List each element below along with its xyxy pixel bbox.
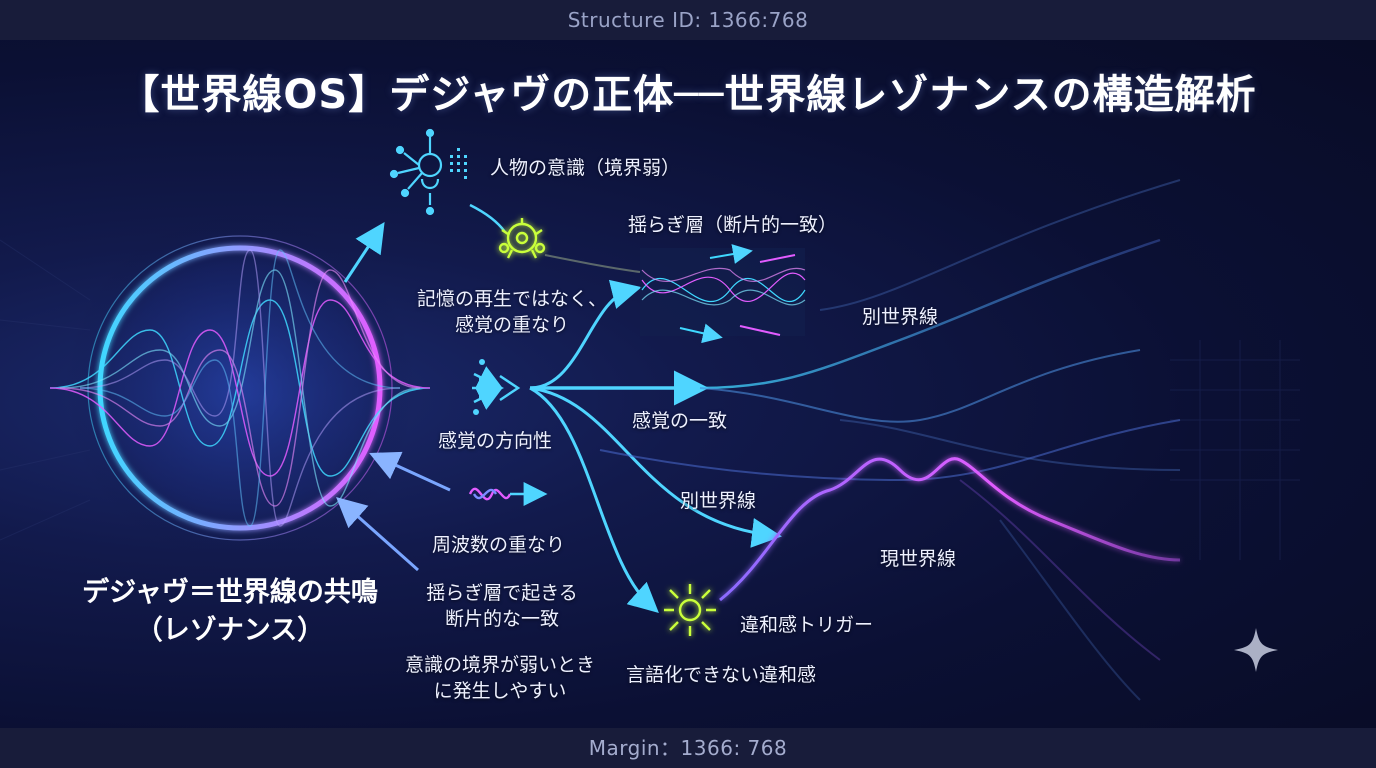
fluctuation-layer-wave [640, 244, 806, 344]
background-grid [0, 239, 1300, 560]
worldline-flows [529, 179, 1181, 701]
label-boundary-line2: に発生しやすい [433, 680, 567, 702]
label-memory-line2: 感覚の重なり [454, 314, 569, 336]
label-fragment-line1: 揺らぎ層で起きる [426, 582, 578, 604]
label-memory-line1: 記憶の再生ではなく、 [416, 288, 607, 310]
dejavu-resonance-caption: デジャヴ＝世界線の共鳴 （レゾナンス） [40, 574, 420, 650]
label-weak-boundary: 意識の境界が弱いとき に発生しやすい [380, 652, 620, 704]
page-title: 【世界線OS】デジャヴの正体──世界線レゾナンスの構造解析 [119, 72, 1257, 118]
sparkle-icon [1234, 628, 1278, 672]
sine-wave-icon [468, 482, 548, 506]
label-boundary-line1: 意識の境界が弱いとき [404, 654, 595, 676]
dejavu-line2: （レゾナンス） [135, 615, 325, 646]
resonance-orb [0, 213, 470, 563]
burst-sun-icon [664, 584, 716, 636]
dejavu-line1: デジャヴ＝世界線の共鳴 [82, 577, 378, 608]
label-sense-match: 感覚の一致 [632, 410, 728, 432]
brain-to-layer-line [544, 254, 641, 273]
label-person-awareness: 人物の意識（境界弱） [490, 157, 681, 179]
label-current-worldline: 現世界線 [880, 548, 957, 570]
label-memory-overlap: 記憶の再生ではなく、 感覚の重なり [392, 286, 632, 338]
arrow-converge-icon [472, 359, 521, 415]
label-trigger: 違和感トリガー [740, 614, 874, 636]
structure-id-bar: Structure ID: 1366:768 [0, 0, 1376, 40]
brain-gear-icon [498, 218, 546, 259]
person-to-brain-line [469, 203, 507, 233]
network-node-icon [389, 128, 467, 216]
freq-to-orb-arrow [369, 451, 451, 492]
orb-up-arrow [343, 221, 385, 283]
margin-bar: Margin：1366: 768 [0, 728, 1376, 768]
label-other-worldline-mid: 別世界線 [680, 490, 757, 512]
label-freq-overlap: 周波数の重なり [432, 534, 566, 556]
label-fragment-match: 揺らぎ層で起きる 断片的な一致 [392, 580, 612, 632]
label-fragment-line2: 断片的な一致 [444, 608, 559, 630]
label-sense-direction: 感覚の方向性 [438, 430, 553, 452]
label-other-worldline-top: 別世界線 [862, 306, 939, 328]
fragment-to-orb-arrow [336, 497, 419, 572]
label-fluctuation-layer: 揺らぎ層（断片的一致） [628, 214, 838, 236]
label-unspeakable: 言語化できない違和感 [626, 664, 817, 686]
